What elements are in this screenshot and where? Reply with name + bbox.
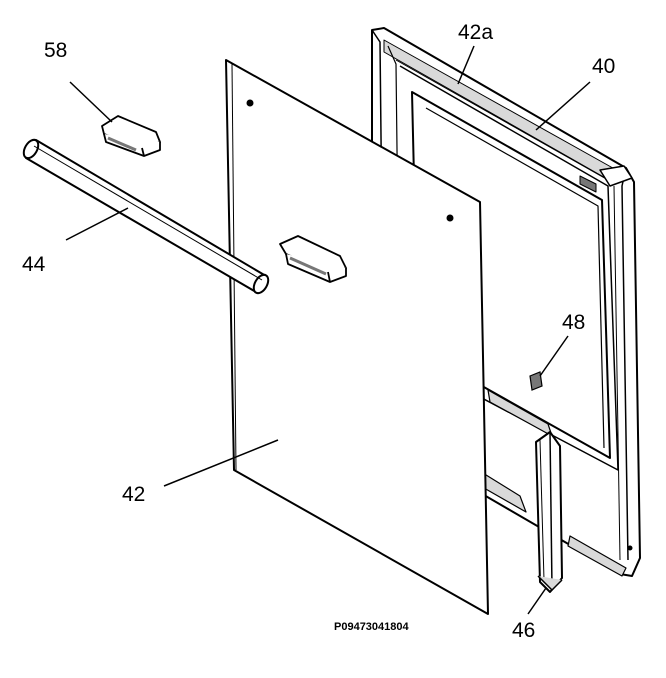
label-58: 58 [44,39,68,62]
leader-46 [527,587,547,615]
block-58-part [101,115,161,157]
leader-42 [163,439,279,487]
leader-58 [69,81,113,123]
leader-40 [535,81,591,131]
label-40: 40 [592,55,616,78]
hinge-part [535,431,563,593]
label-46: 46 [512,619,536,642]
panel-clip-part [279,235,347,283]
leader-44 [65,207,129,241]
label-42a: 42a [458,21,494,44]
rod-part [22,138,270,295]
label-44: 44 [22,253,46,276]
leader-48 [539,335,569,377]
clip-48-part [529,371,543,391]
label-42: 42 [122,483,146,506]
leader-lines [65,45,591,615]
label-48: 48 [562,311,586,334]
leader-42a [457,45,475,85]
figure-code: P09473041804 [334,621,409,633]
